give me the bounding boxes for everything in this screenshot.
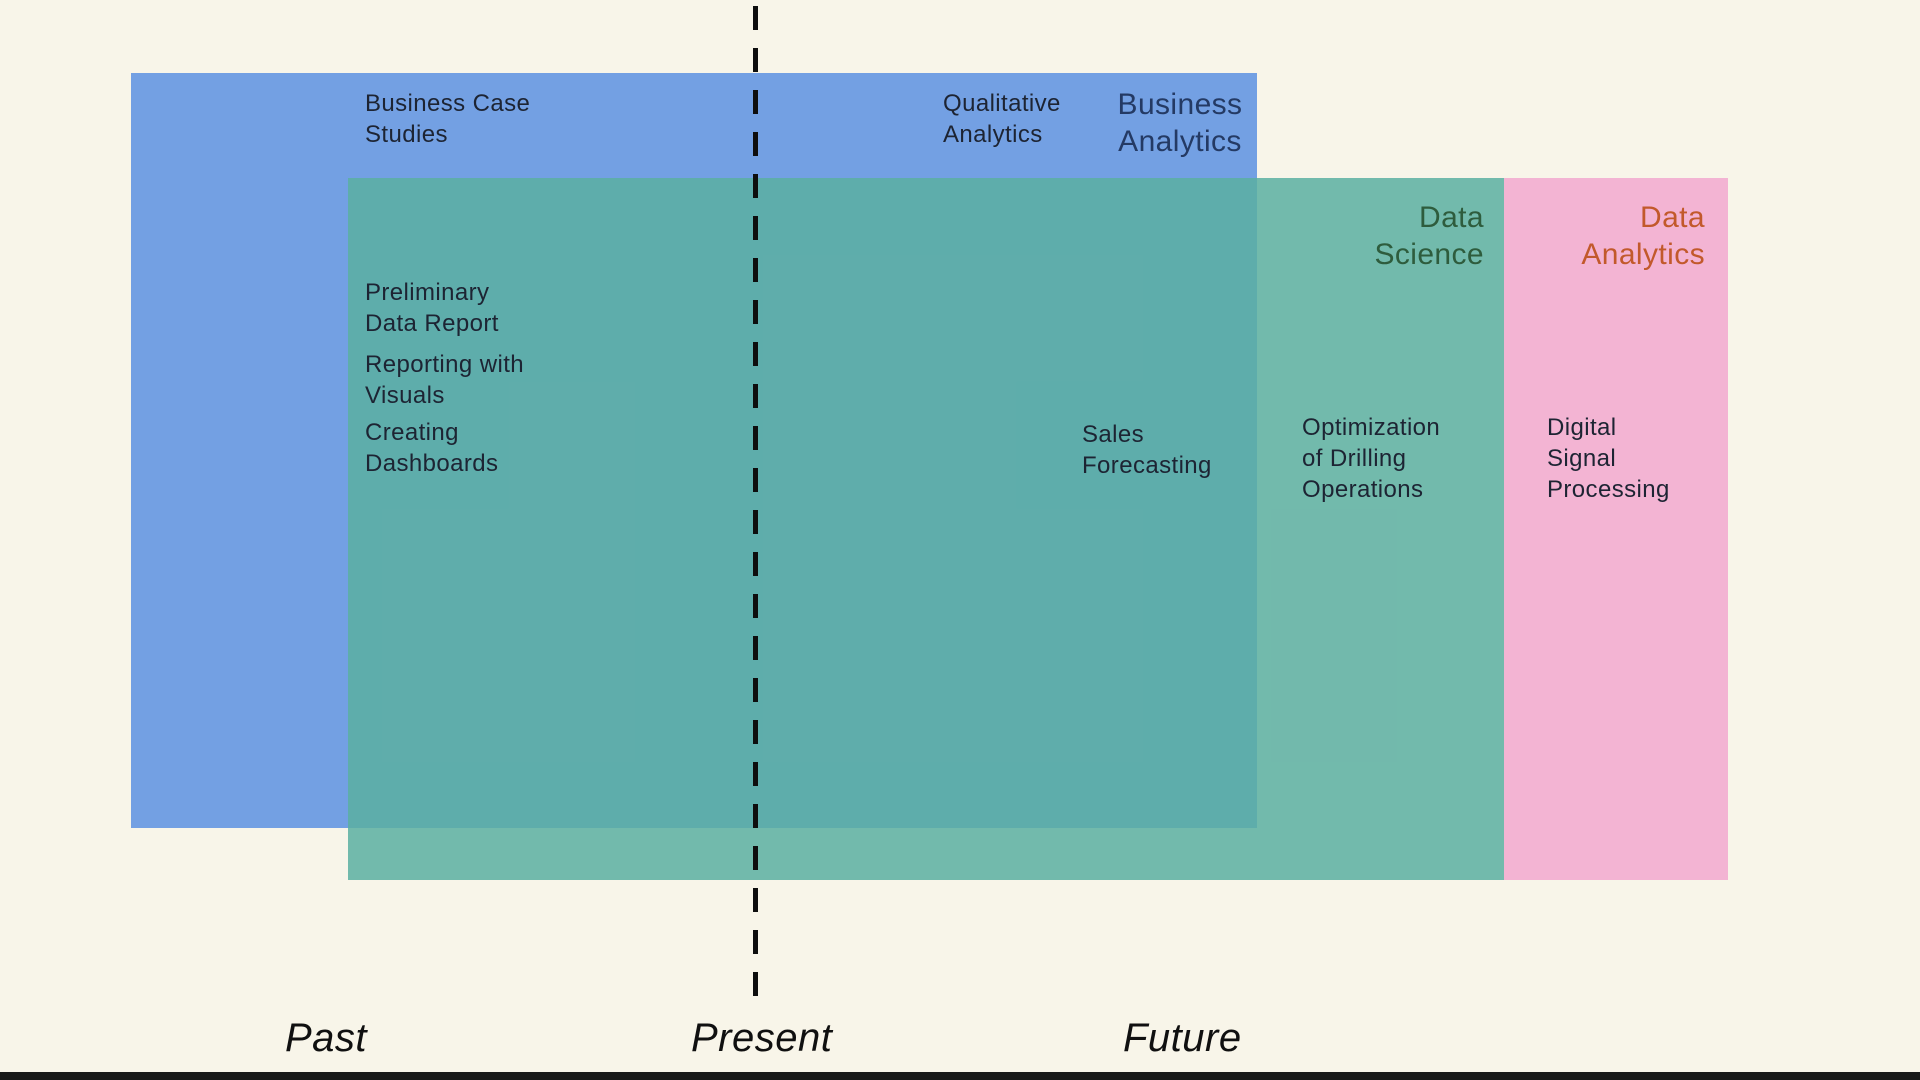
data-analytics-region — [1504, 178, 1728, 880]
bottom-edge-bar — [0, 1072, 1920, 1080]
item-business-case-studies: Business Case Studies — [365, 90, 531, 148]
data-science-title: Data Science — [1374, 201, 1484, 271]
item-digital-signal-processing: Digital Signal Processing — [1547, 414, 1670, 503]
item-preliminary-data-report: Preliminary Data Report — [365, 279, 499, 337]
timeline-label-past: Past — [285, 1016, 368, 1060]
timeline-label-future: Future — [1123, 1016, 1242, 1060]
data-science-region — [348, 178, 1504, 880]
item-creating-dashboards: Creating Dashboards — [365, 419, 499, 477]
item-qualitative-analytics: Qualitative Analytics — [943, 90, 1061, 148]
item-reporting-with-visuals: Reporting with Visuals — [365, 351, 525, 409]
timeline-label-present: Present — [691, 1016, 833, 1060]
data-analytics-title: Data Analytics — [1581, 201, 1705, 271]
present-divider-dashed-line — [753, 6, 758, 1006]
business-analytics-title: Business Analytics — [1117, 88, 1243, 158]
item-optimization-of-drilling-operations: Optimization of Drilling Operations — [1302, 414, 1441, 503]
item-sales-forecasting: Sales Forecasting — [1082, 421, 1212, 479]
